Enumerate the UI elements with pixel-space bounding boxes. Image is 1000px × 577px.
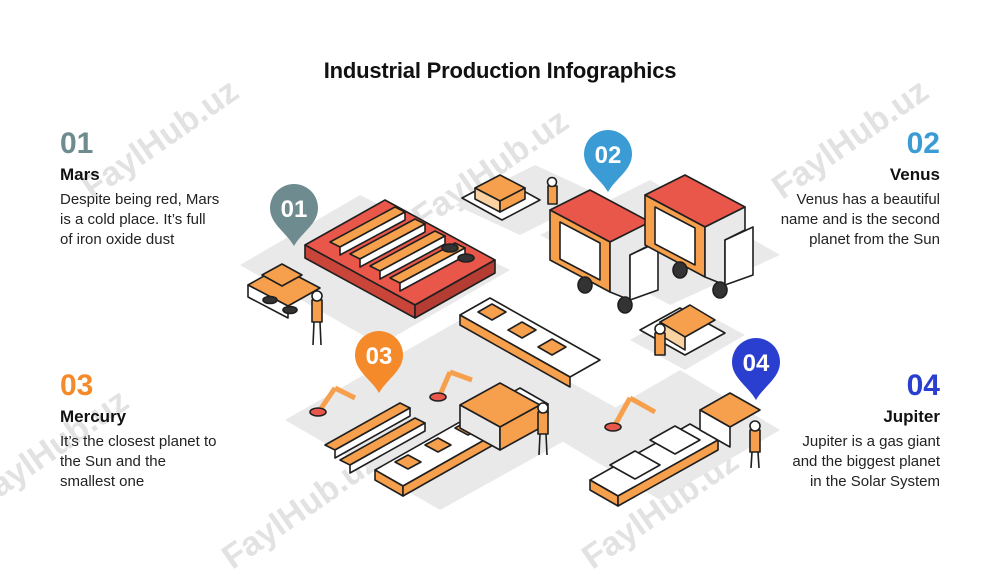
desc-line: planet from the Sun (809, 231, 940, 248)
pin-label-04: 04 (743, 350, 770, 377)
item-name: Mercury (60, 407, 127, 426)
delivery-truck (549, 189, 659, 314)
map-pin-03: 03 (355, 331, 403, 393)
pin-label-03: 03 (366, 343, 393, 370)
item-name: Mars (60, 165, 100, 184)
desc-line: is a cold place. It’s full (60, 211, 206, 228)
info-item-04: 04 Jupiter Jupiter is a gas giant and th… (750, 370, 940, 492)
item-description: Jupiter is a gas giant and the biggest p… (750, 432, 940, 492)
desc-line: Venus has a beautiful (796, 191, 940, 208)
pallet-zone (461, 174, 558, 221)
conveyor-zone (309, 297, 601, 497)
item-number: 04 (906, 369, 940, 402)
pin-label-02: 02 (595, 142, 622, 169)
desc-line: the Sun and the (60, 453, 166, 470)
desc-line: Jupiter is a gas giant (802, 433, 940, 450)
info-item-01: 01 Mars Despite being red, Mars is a col… (60, 128, 250, 250)
desc-line: smallest one (60, 473, 145, 490)
isometric-factory-illustration: 01 02 03 04 (240, 130, 780, 510)
delivery-truck (644, 174, 754, 299)
page-title: Industrial Production Infographics (323, 58, 677, 83)
item-name: Jupiter (883, 407, 940, 426)
desc-line: in the Solar System (809, 473, 940, 490)
desc-line: of iron oxide dust (60, 231, 175, 248)
pin-label-01: 01 (281, 196, 308, 223)
desc-line: and the biggest planet (792, 453, 940, 470)
item-number: 01 (60, 127, 94, 160)
info-item-02: 02 Venus Venus has a beautiful name and … (750, 128, 940, 250)
item-description: Venus has a beautiful name and is the se… (750, 190, 940, 250)
item-number: 03 (60, 369, 94, 402)
map-pin-02: 02 (584, 130, 632, 192)
map-pin-04: 04 (732, 338, 780, 400)
item-description: Despite being red, Mars is a cold place.… (60, 190, 250, 250)
desc-line: Despite being red, Mars (60, 191, 220, 208)
desc-line: name and is the second (780, 211, 940, 228)
item-description: It’s the closest planet to the Sun and t… (60, 432, 250, 492)
item-name: Venus (889, 165, 940, 184)
map-pin-01: 01 (270, 184, 318, 246)
desc-line: It’s the closest planet to (60, 433, 217, 450)
item-number: 02 (906, 127, 940, 160)
storage-rack-zone (247, 199, 496, 346)
packing-zone (589, 304, 761, 507)
info-item-03: 03 Mercury It’s the closest planet to th… (60, 370, 250, 492)
